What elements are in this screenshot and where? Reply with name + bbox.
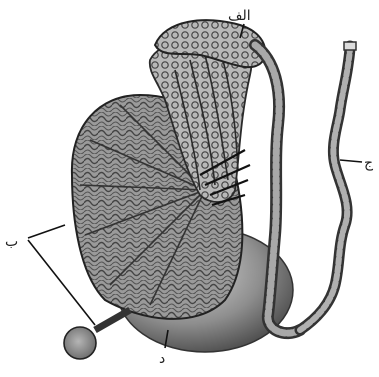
label-alef: الف [228, 9, 251, 23]
label-dal: د [159, 352, 165, 366]
label-be: ب [5, 235, 18, 249]
appendix-bulb [64, 310, 130, 359]
leader-be-upper [28, 225, 65, 238]
vas-deferens [300, 42, 356, 330]
leader-jim [340, 160, 362, 162]
label-jim: ج [364, 156, 373, 170]
